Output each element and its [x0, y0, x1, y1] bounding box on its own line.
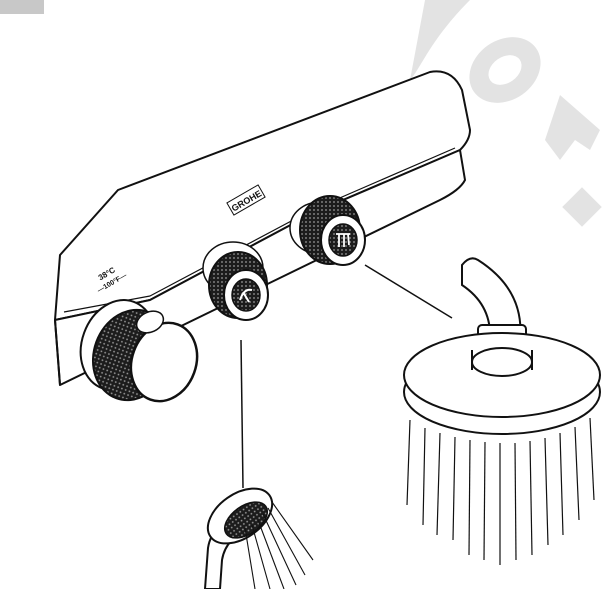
corner-badge: [0, 0, 44, 14]
head-shower: [404, 258, 600, 434]
leader-line-hand-shower: [241, 340, 243, 488]
leader-line-head-shower: [365, 265, 452, 318]
hand-shower: [198, 477, 282, 589]
head-shower-water-spray: [407, 418, 594, 565]
